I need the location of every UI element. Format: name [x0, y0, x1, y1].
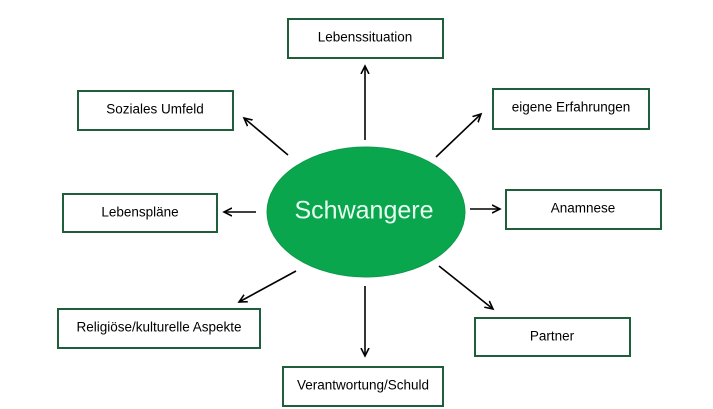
node-label: Soziales Umfeld	[106, 102, 204, 117]
node-soziales-umfeld: Soziales Umfeld	[77, 90, 234, 131]
node-label: Verantwortung/Schuld	[297, 378, 429, 393]
arrow-to-religioese-aspekte	[239, 270, 297, 302]
arrow-to-soziales-umfeld	[244, 118, 289, 156]
node-partner: Partner	[474, 317, 631, 357]
node-label: Anamnese	[551, 201, 616, 216]
node-lebensplaene: Lebenspläne	[62, 193, 218, 233]
node-verantwortung-schuld: Verantwortung/Schuld	[282, 366, 444, 407]
node-label: Religiöse/kulturelle Aspekte	[76, 320, 241, 335]
node-label: eigene Erfahrungen	[512, 100, 631, 115]
node-religioese-kulturelle-aspekte: Religiöse/kulturelle Aspekte	[57, 308, 261, 349]
node-label: Lebenspläne	[101, 205, 178, 220]
node-lebenssituation: Lebenssituation	[287, 18, 444, 59]
arrows	[224, 66, 500, 356]
node-label: Partner	[530, 329, 575, 344]
node-label: Lebenssituation	[318, 30, 413, 45]
center-label: Schwangere	[295, 197, 434, 225]
arrow-to-eigene-erfahrungen	[435, 114, 481, 158]
center-ellipse	[266, 146, 466, 278]
node-eigene-erfahrungen: eigene Erfahrungen	[492, 88, 650, 130]
arrow-to-partner	[438, 265, 493, 309]
center-node: Schwangere	[266, 146, 466, 278]
node-anamnese: Anamnese	[505, 189, 662, 230]
